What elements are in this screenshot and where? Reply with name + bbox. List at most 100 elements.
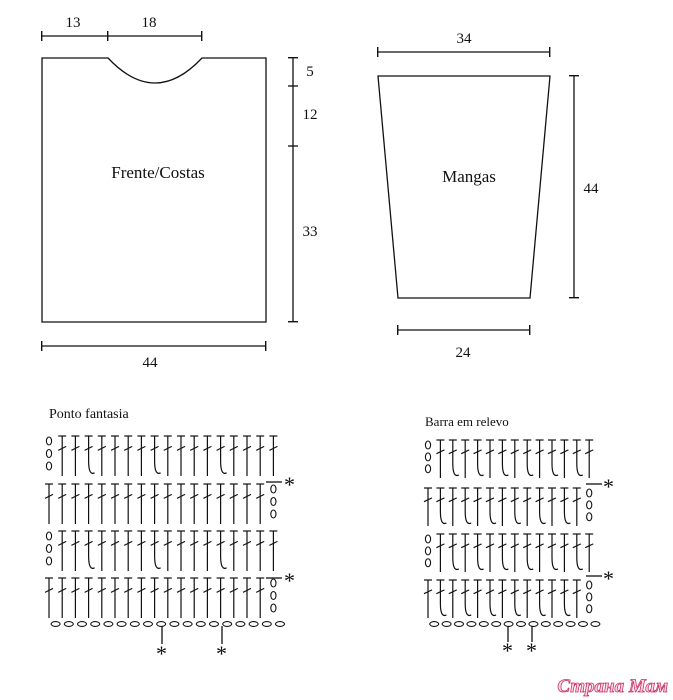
post-stitch-symbol xyxy=(510,487,522,525)
dc-stitch-symbol xyxy=(57,483,67,524)
post-stitch-symbol xyxy=(150,435,161,474)
dc-stitch-symbol xyxy=(423,487,433,526)
dc-stitch-symbol xyxy=(176,483,186,524)
dc-stitch-symbol xyxy=(71,530,80,571)
dc-stitch-symbol xyxy=(137,435,146,476)
dc-stitch-symbol xyxy=(150,483,159,524)
dc-stitch-symbol xyxy=(163,530,173,571)
front-back-outline xyxy=(41,57,267,323)
post-stitch-symbol xyxy=(560,579,571,617)
dc-stitch-symbol xyxy=(473,487,482,526)
dc-stitch-symbol xyxy=(460,533,470,572)
dim-width-label: 44 xyxy=(143,355,159,371)
post-stitch-symbol xyxy=(572,439,584,477)
dc-stitch-symbol xyxy=(448,487,458,526)
dc-stitch-symbol xyxy=(510,533,520,572)
dc-stitch-symbol xyxy=(216,577,225,618)
post-stitch-symbol xyxy=(84,435,95,474)
barra-relevo-chart xyxy=(423,439,601,627)
dc-stitch-symbol xyxy=(97,577,107,618)
post-stitch-symbol xyxy=(485,579,497,617)
post-stitch-symbol xyxy=(498,533,509,571)
dc-stitch-symbol xyxy=(44,577,54,618)
dc-stitch-symbol xyxy=(97,483,107,524)
chain-stitch-symbol xyxy=(424,534,432,568)
dc-stitch-symbol xyxy=(84,483,93,524)
dc-stitch-symbol xyxy=(71,435,80,476)
dim-shoulder-label: 5 xyxy=(306,64,314,80)
dc-stitch-symbol xyxy=(123,530,133,571)
stitch-row xyxy=(424,439,594,478)
dc-stitch-symbol xyxy=(436,439,445,478)
dc-stitch-symbol xyxy=(110,435,120,476)
stitch-row xyxy=(424,533,594,572)
dc-stitch-symbol xyxy=(123,483,133,524)
post-stitch-symbol xyxy=(460,579,472,617)
post-stitch-symbol xyxy=(436,579,447,617)
dim-neck-label: 18 xyxy=(142,15,157,31)
dim-sleeve-bottom-label: 24 xyxy=(456,345,472,361)
front-back-labels: Frente/Costas 13 18 5 12 33 44 xyxy=(66,15,318,371)
post-stitch-symbol xyxy=(510,579,522,617)
ponto-fantasia-chart xyxy=(44,435,286,627)
dc-stitch-symbol xyxy=(498,579,507,618)
dc-stitch-symbol xyxy=(423,579,433,618)
dc-stitch-symbol xyxy=(584,439,594,478)
chart-title-barra-relevo: Barra em relevo xyxy=(425,414,509,429)
sleeve-labels: Mangas 34 44 24 xyxy=(442,31,599,361)
dc-stitch-symbol xyxy=(229,435,239,476)
dc-stitch-symbol xyxy=(203,435,212,476)
dc-stitch-symbol xyxy=(229,530,239,571)
post-stitch-symbol xyxy=(448,439,460,477)
repeat-mark-3: * xyxy=(156,641,167,666)
post-stitch-symbol xyxy=(522,533,534,571)
dc-stitch-symbol xyxy=(57,577,67,618)
dc-stitch-symbol xyxy=(44,483,54,524)
dim-body-label: 33 xyxy=(303,224,318,240)
dc-stitch-symbol xyxy=(510,439,520,478)
foundation-chain xyxy=(429,621,601,627)
dc-stitch-symbol xyxy=(535,533,544,572)
dc-stitch-symbol xyxy=(71,577,80,618)
post-stitch-symbol xyxy=(150,530,161,569)
dc-stitch-symbol xyxy=(242,530,252,571)
chart-title-ponto-fantasia: Ponto fantasia xyxy=(49,407,129,422)
repeat-mark-4: * xyxy=(216,641,227,666)
stitch-row xyxy=(44,577,277,618)
site-watermark: Страна Мам xyxy=(557,676,668,697)
dc-stitch-symbol xyxy=(584,533,594,572)
foundation-chain xyxy=(50,621,286,627)
dc-stitch-symbol xyxy=(255,577,265,618)
dc-stitch-symbol xyxy=(57,435,67,476)
dc-stitch-symbol xyxy=(255,435,265,476)
dc-stitch-symbol xyxy=(137,530,146,571)
repeat-mark-1: * xyxy=(284,472,295,497)
sleeve-schematic xyxy=(377,47,579,335)
dc-stitch-symbol xyxy=(84,577,93,618)
dc-stitch-symbol xyxy=(473,579,482,618)
dc-stitch-symbol xyxy=(255,483,265,524)
post-stitch-symbol xyxy=(448,533,460,571)
stitch-row xyxy=(44,483,277,524)
dc-stitch-symbol xyxy=(150,577,159,618)
dc-stitch-symbol xyxy=(572,487,582,526)
dc-stitch-symbol xyxy=(189,483,199,524)
post-stitch-symbol xyxy=(535,579,546,617)
post-stitch-symbol xyxy=(535,487,546,525)
dc-stitch-symbol xyxy=(110,577,120,618)
repeat-mark-5: * xyxy=(603,474,614,499)
dc-stitch-symbol xyxy=(137,577,146,618)
chain-stitch-symbol xyxy=(45,436,53,471)
stitch-row xyxy=(45,530,278,571)
dc-stitch-symbol xyxy=(97,530,107,571)
dc-stitch-symbol xyxy=(189,435,199,476)
post-stitch-symbol xyxy=(522,439,534,477)
dc-stitch-symbol xyxy=(535,439,544,478)
dc-stitch-symbol xyxy=(189,530,199,571)
post-stitch-symbol xyxy=(498,439,509,477)
post-stitch-symbol xyxy=(460,487,472,525)
dc-stitch-symbol xyxy=(229,577,239,618)
post-stitch-symbol xyxy=(547,533,559,571)
dc-stitch-symbol xyxy=(97,435,107,476)
dim-armhole-label: 12 xyxy=(303,107,318,123)
